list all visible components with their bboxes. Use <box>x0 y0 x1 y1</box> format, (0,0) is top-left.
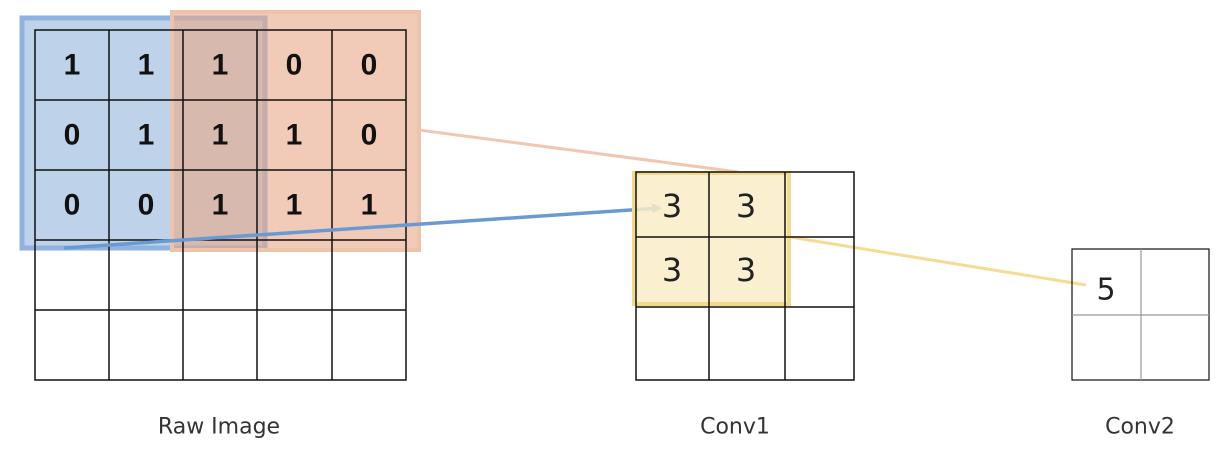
raw-image-caption: Raw Image <box>158 415 280 440</box>
raw-cell-r1c1: 1 <box>64 49 81 82</box>
conv1-cell-r1c1: 3 <box>662 187 682 225</box>
raw-cell-r3c2: 0 <box>138 189 155 222</box>
raw-image-values: 1 1 1 0 0 0 1 1 1 0 0 0 1 1 1 <box>64 49 378 222</box>
conv2-caption: Conv2 <box>1105 415 1175 440</box>
raw-cell-r2c2: 1 <box>138 119 155 152</box>
conv1-caption: Conv1 <box>700 415 770 440</box>
conv1-grid <box>635 171 855 381</box>
orange-receptive-field <box>170 10 421 252</box>
raw-cell-r2c4: 1 <box>286 119 303 152</box>
conv2-cell-r1c1: 5 <box>1096 273 1115 308</box>
raw-cell-r2c1: 0 <box>64 119 81 152</box>
raw-cell-r1c4: 0 <box>286 49 303 82</box>
raw-cell-r3c3: 1 <box>212 189 229 222</box>
conv2-grid <box>1071 248 1210 381</box>
conv1-values: 3 3 3 3 <box>662 187 756 289</box>
conv1-cell-r2c2: 3 <box>736 251 756 289</box>
raw-cell-r1c3: 1 <box>212 49 229 82</box>
raw-cell-r3c4: 1 <box>286 189 303 222</box>
raw-cell-r3c5: 1 <box>361 189 378 222</box>
raw-cell-r1c2: 1 <box>138 49 155 82</box>
conv1-cell-r1c2: 3 <box>736 187 756 225</box>
raw-cell-r2c5: 0 <box>361 119 378 152</box>
conv1-cell-r2c1: 3 <box>662 251 682 289</box>
blue-arrow <box>63 203 662 250</box>
yellow-connector-line <box>789 235 1087 287</box>
raw-image-grid <box>34 29 407 381</box>
yellow-receptive-field <box>632 171 791 306</box>
raw-cell-r3c1: 0 <box>64 189 81 222</box>
orange-connector-line <box>418 128 739 174</box>
raw-cell-r1c5: 0 <box>361 49 378 82</box>
raw-cell-r2c3: 1 <box>212 119 229 152</box>
